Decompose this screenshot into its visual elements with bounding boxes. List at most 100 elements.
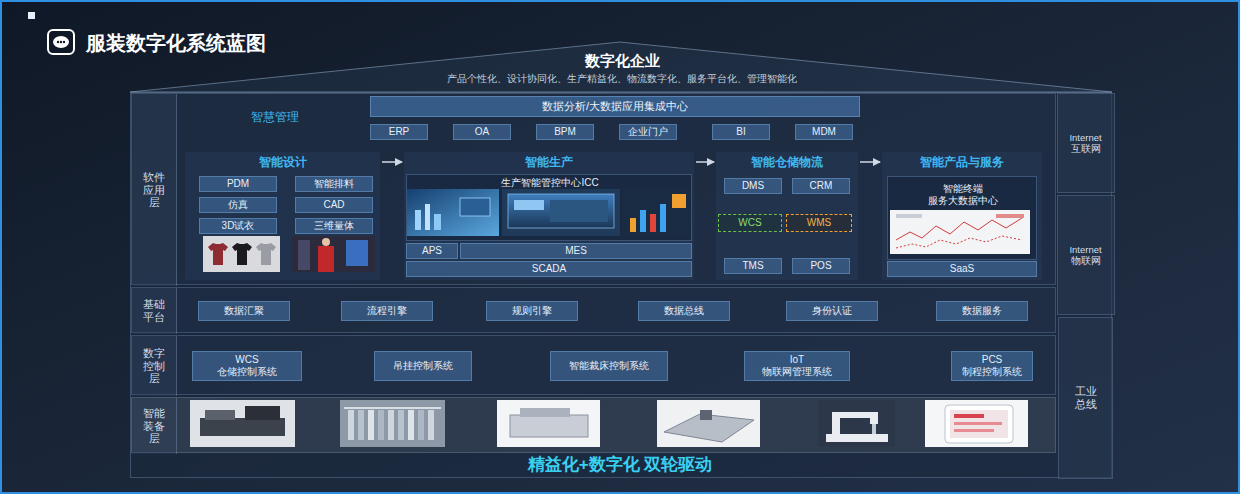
- group-heading: 智能生产: [525, 155, 573, 169]
- platform-box: 数据服务: [936, 301, 1028, 321]
- title: 服装数字化系统蓝图: [86, 31, 266, 55]
- text-area: 智能排料: [296, 177, 372, 191]
- chat-icon: [48, 30, 74, 54]
- system-box: CAD: [295, 197, 373, 213]
- control-center-panel: 生产智能管控中心ICC: [406, 174, 692, 241]
- enterprise-panel: 数字化企业产品个性化、设计协同化、生产精益化、物流数字化、服务平台化、管理智能化…: [130, 92, 1112, 478]
- text-area: POS: [793, 259, 849, 273]
- system-box: OA: [453, 124, 511, 140]
- platform-box: 身份认证: [786, 301, 878, 321]
- chat-icon: [48, 30, 74, 54]
- slogan: 精益化+数字化 双轮驱动: [528, 455, 713, 475]
- text-area: PCS 制程控制系统: [952, 352, 1032, 380]
- text-area: MES: [461, 244, 691, 258]
- tablet-photo: [954, 422, 1002, 425]
- roof-outline: [130, 42, 1112, 92]
- cutting-machine-photo: [200, 418, 285, 436]
- tablet-photo: [954, 429, 994, 432]
- cutting-bed-photo: [657, 400, 760, 447]
- text-area: 智能裁床控制系统: [551, 352, 667, 380]
- text-area: WMS: [787, 215, 851, 231]
- system-box: MES: [460, 243, 692, 259]
- text-area: 吊挂控制系统: [375, 352, 471, 380]
- group-heading: 软件应用层: [142, 171, 166, 209]
- control-center-screens: [660, 204, 666, 232]
- text-area: 规则引擎: [487, 302, 577, 320]
- node-text: WMS: [807, 217, 831, 229]
- hanging-system-photo: [378, 410, 384, 440]
- node-text: 数据汇聚: [224, 305, 264, 317]
- sewing-machine-photo: [818, 400, 895, 447]
- node-text: MDM: [812, 126, 836, 138]
- control-system-box: 吊挂控制系统: [374, 351, 472, 381]
- service-dashboard: [896, 218, 1022, 240]
- platform-box: 流程引擎: [341, 301, 433, 321]
- title-slot: 服装数字化系统蓝图: [86, 28, 426, 58]
- hanging-system-photo: [368, 410, 374, 440]
- platform-box: 数据汇聚: [198, 301, 290, 321]
- garment-photo: [203, 236, 280, 272]
- automatic-machine-photo: [497, 400, 600, 447]
- control-system-box: PCS 制程控制系统: [951, 351, 1033, 381]
- integration-bar: 数据分析/大数据应用集成中心: [370, 96, 860, 117]
- layer-band: 数字控制层WCS 仓储控制系统吊挂控制系统智能裁床控制系统IoT 物联网管理系统…: [131, 335, 1056, 395]
- node-text: 数据分析/大数据应用集成中心: [542, 100, 688, 113]
- node-text: BI: [736, 126, 745, 138]
- node-text: WCS: [738, 217, 761, 229]
- control-system-box: 智能裁床控制系统: [550, 351, 668, 381]
- control-center-screens: [514, 200, 544, 210]
- system-box: POS: [792, 258, 850, 274]
- hanging-system-photo: [340, 400, 445, 447]
- platform-box: 规则引擎: [486, 301, 578, 321]
- system-box: BI: [712, 124, 770, 140]
- text-area: OA: [454, 125, 510, 139]
- text-area: 流程引擎: [342, 302, 432, 320]
- fitting-photo: [346, 240, 368, 266]
- control-center-screens: [425, 204, 430, 230]
- control-center-screens: [640, 210, 646, 232]
- group-heading: 产品个性化、设计协同化、生产精益化、物流数字化、服务平台化、管理智能化: [447, 73, 797, 85]
- text-area: DMS: [725, 179, 781, 193]
- control-center-screens: [407, 189, 690, 236]
- node-text: ERP: [389, 126, 410, 138]
- node-text: TMS: [742, 260, 763, 272]
- module-column: 智能产品与服务智能终端 服务大数据中心SaaS: [882, 152, 1042, 280]
- hanging-system-photo: [428, 410, 434, 440]
- node-text: 吊挂控制系统: [393, 360, 453, 372]
- text-area: BPM: [537, 125, 593, 139]
- text-area: 智能终端 服务大数据中心: [888, 179, 1038, 211]
- control-center-screens: [460, 198, 490, 216]
- text-area: 身份认证: [787, 302, 877, 320]
- label-slot: 智慧管理: [235, 108, 315, 126]
- tablet-photo: [925, 400, 1028, 447]
- node-text: 三维量体: [314, 220, 354, 232]
- text-area: PDM: [200, 177, 276, 191]
- chat-icon: [57, 41, 59, 43]
- hanging-system-photo: [344, 407, 441, 409]
- cutting-machine-photo: [205, 410, 235, 420]
- node-text: 智能排料: [314, 178, 354, 190]
- text-area: 智能设计: [185, 153, 380, 171]
- garment-photo: [232, 243, 252, 265]
- node-text: CAD: [323, 199, 344, 211]
- automatic-machine-photo: [520, 408, 570, 417]
- node-text: MES: [565, 245, 587, 257]
- dashed-system-box: WMS: [786, 214, 852, 232]
- layer-band: 智能装备层: [131, 397, 1056, 453]
- node-text: 3D试衣: [222, 220, 255, 232]
- system-box: TMS: [724, 258, 782, 274]
- cutting-bed-photo: [664, 414, 754, 442]
- control-center-screens: [502, 189, 620, 236]
- module-column: 智能仓储物流DMSCRMWCSWMSTMSPOS: [716, 152, 858, 280]
- hanging-system-photo: [408, 410, 414, 440]
- platform-box: 数据总线: [638, 301, 730, 321]
- node-text: APS: [422, 245, 442, 257]
- text-area: 智能仓储物流: [716, 153, 858, 171]
- node-text: 数据总线: [664, 305, 704, 317]
- sewing-machine-photo: [872, 424, 876, 434]
- node-text: 数据服务: [962, 305, 1002, 317]
- dashed-system-box: WCS: [718, 214, 782, 232]
- fitting-photo: [322, 238, 330, 246]
- group-heading: 智能产品与服务: [920, 155, 1004, 169]
